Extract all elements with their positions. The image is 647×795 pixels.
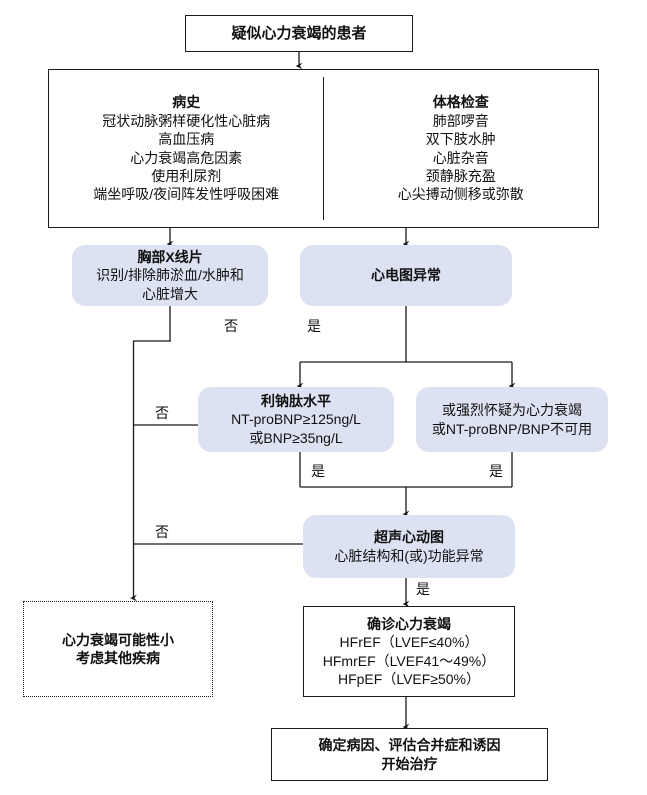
natriuretic-title: 利钠肽水平 — [261, 392, 331, 409]
edge-label-yes-ecg: 是 — [307, 318, 321, 334]
echo-title: 超声心动图 — [374, 529, 444, 546]
edge-label-no-bnp: 否 — [155, 405, 169, 421]
confirmed-title: 确诊心力衰竭 — [367, 615, 451, 632]
assessment-column-divider — [323, 77, 325, 220]
natriuretic-line: NT-proBNP≥125ng/L — [231, 411, 361, 428]
strong-suspicion-line: 或强烈怀疑为心力衰竭 — [442, 402, 582, 419]
node-natriuretic-peptide: 利钠肽水平 NT-proBNP≥125ng/L 或BNP≥35ng/L — [198, 387, 394, 452]
echo-line: 心脏结构和(或)功能异常 — [334, 547, 484, 564]
edge-label-yes-bnp-right: 是 — [489, 463, 503, 479]
natriuretic-line: 或BNP≥35ng/L — [249, 429, 343, 446]
exam-item: 心尖搏动侧移或弥散 — [397, 186, 524, 203]
assessment-history-column: 病史 冠状动脉粥样硬化性心脏病 高血压病 心力衰竭高危因素 使用利尿剂 端坐呼吸… — [49, 93, 324, 204]
ecg-title: 心电图异常 — [371, 267, 441, 284]
node-chest-xray: 胸部X线片 识别/排除肺淤血/水肿和 心脏增大 — [72, 245, 268, 306]
unlikely-line: 心力衰竭可能性小 — [62, 631, 174, 648]
unlikely-line: 考虑其他疾病 — [76, 650, 160, 666]
history-item: 心力衰竭高危因素 — [130, 149, 243, 166]
edge-label-yes-bnp-left: 是 — [311, 463, 325, 479]
edge-label-no-xray: 否 — [224, 318, 238, 334]
exam-item: 颈静脉充盈 — [425, 167, 496, 184]
exam-title: 体格检查 — [432, 94, 489, 111]
node-hf-unlikely: 心力衰竭可能性小 考虑其他疾病 — [23, 601, 213, 697]
node-ecg-abnormal: 心电图异常 — [300, 245, 512, 306]
node-suspected-hf: 疑似心力衰竭的患者 — [185, 15, 413, 52]
xray-title: 胸部X线片 — [137, 248, 203, 265]
confirmed-line: HFpEF（LVEF≥50%） — [337, 670, 481, 687]
exam-item: 肺部啰音 — [432, 112, 489, 129]
edge-label-no-echo: 否 — [155, 524, 169, 540]
exam-item: 心脏杂音 — [432, 149, 489, 166]
confirmed-line: HFrEF（LVEF≤40%） — [339, 634, 479, 651]
node-strong-suspicion: 或强烈怀疑为心力衰竭 或NT-proBNP/BNP不可用 — [416, 387, 608, 452]
history-item: 端坐呼吸/夜间阵发性呼吸困难 — [93, 186, 280, 203]
history-item: 高血压病 — [158, 131, 215, 148]
node-confirmed-hf: 确诊心力衰竭 HFrEF（LVEF≤40%） HFmrEF（LVEF41～49%… — [303, 606, 515, 697]
node-treatment: 确定病因、评估合并症和诱因 开始治疗 — [271, 728, 548, 781]
edge-label-yes-echo: 是 — [416, 581, 430, 597]
xray-line: 识别/排除肺淤血/水肿和 — [96, 267, 244, 284]
confirmed-line: HFmrEF（LVEF41～49%） — [322, 652, 496, 669]
treatment-line: 开始治疗 — [381, 755, 438, 772]
suspected-hf-title: 疑似心力衰竭的患者 — [231, 24, 367, 42]
history-item: 使用利尿剂 — [151, 167, 222, 184]
node-echocardiogram: 超声心动图 心脏结构和(或)功能异常 — [303, 515, 515, 578]
history-title: 病史 — [172, 94, 201, 111]
xray-line: 心脏增大 — [142, 285, 198, 302]
strong-suspicion-line: 或NT-proBNP/BNP不可用 — [431, 420, 593, 437]
exam-item: 双下肢水肿 — [425, 131, 496, 148]
assessment-exam-column: 体格检查 肺部啰音 双下肢水肿 心脏杂音 颈静脉充盈 心尖搏动侧移或弥散 — [324, 93, 599, 204]
treatment-line: 确定病因、评估合并症和诱因 — [318, 737, 501, 754]
history-item: 冠状动脉粥样硬化性心脏病 — [102, 112, 271, 129]
